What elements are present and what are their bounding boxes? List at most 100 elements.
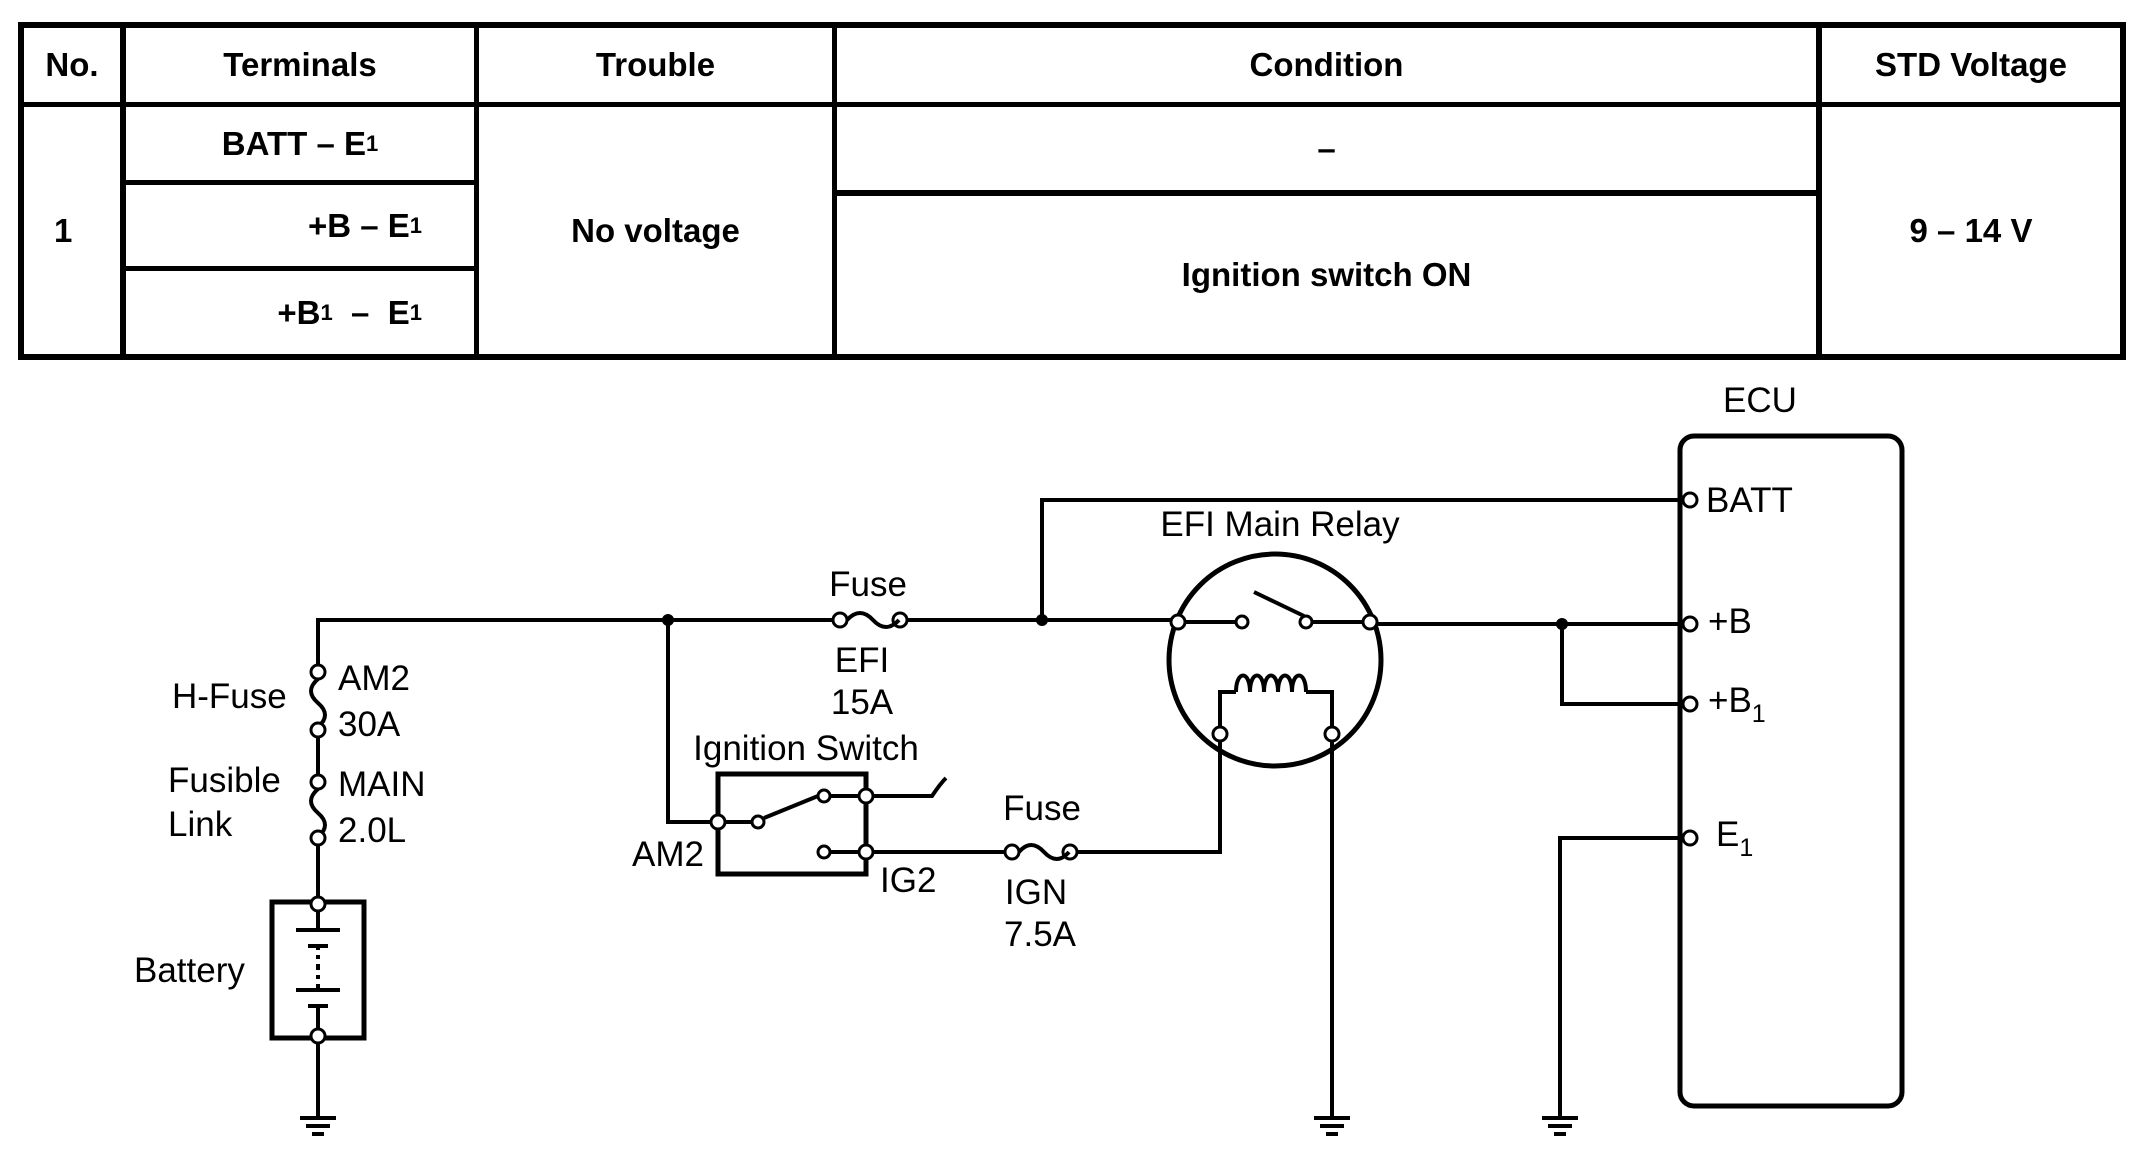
condition-ignition: Ignition switch ON <box>1181 256 1472 293</box>
wire-e1-ground <box>1558 836 1688 1118</box>
fuse-ign-rating: 7.5A <box>1004 915 1077 954</box>
relay-switch-arm <box>1253 590 1305 618</box>
terminal-rule <box>126 180 474 185</box>
fuse-ign-terminal <box>1003 843 1021 861</box>
wire-batt <box>1040 498 1688 620</box>
row-no: 1 <box>54 211 73 249</box>
h-fuse-terminal <box>309 721 327 739</box>
header-no: No. <box>45 46 99 83</box>
ecu-pin-b1-subscript: 1 <box>1752 700 1766 728</box>
ecu-pin-b1: +B1 <box>1708 681 1766 728</box>
fusible-link-label-2: Link <box>168 805 233 844</box>
fuse-ign-label: Fuse <box>1003 789 1081 828</box>
col-divider <box>474 28 479 354</box>
condition-rule <box>837 190 1816 196</box>
ecu-pin-b: +B <box>1708 602 1752 641</box>
ecu-terminal-e1 <box>1681 829 1699 847</box>
fuse-ign-icon <box>1017 843 1071 861</box>
terminal-subscript: 1 <box>409 212 422 238</box>
ground-icon <box>300 1116 336 1136</box>
ecu-pin-batt: BATT <box>1706 481 1793 520</box>
col-divider <box>1816 28 1822 354</box>
ecu-terminal-b <box>1681 615 1699 633</box>
fuse-efi-icon <box>845 611 901 629</box>
ecu-terminal-batt <box>1681 491 1699 509</box>
std-voltage-value: 9 – 14 V <box>1909 211 2033 249</box>
relay-terminal <box>1361 613 1379 631</box>
fuse-efi-rating: 15A <box>831 683 894 722</box>
junction-dot <box>1556 618 1568 630</box>
terminal-subscript: 1 <box>365 130 379 156</box>
terminal-text: +B – E <box>307 206 410 244</box>
battery-label: Battery <box>134 951 245 990</box>
fuse-efi-label: Fuse <box>829 565 907 604</box>
ecu-title: ECU <box>1723 381 1797 420</box>
ecu-pin-e1: E1 <box>1716 815 1753 862</box>
header-condition: Condition <box>1249 46 1404 83</box>
fuse-efi-name: EFI <box>835 641 889 680</box>
header-trouble: Trouble <box>595 46 716 83</box>
ignition-switch-contact <box>816 844 832 860</box>
ignition-switch-label: Ignition Switch <box>693 729 919 768</box>
ignition-switch-terminal <box>857 787 875 805</box>
condition-batt: – <box>1317 129 1336 167</box>
h-fuse-terminal <box>309 663 327 681</box>
wire-fuse-to-relay-coil <box>1076 741 1222 854</box>
terminal-text-b: +B <box>277 293 321 331</box>
ecu-box <box>1677 433 1905 1109</box>
fuse-efi-terminal <box>831 611 849 629</box>
relay-coil-icon <box>1234 673 1308 693</box>
trouble-value: No voltage <box>571 211 740 249</box>
header-terminals: Terminals <box>223 46 377 83</box>
wire-b1 <box>1560 624 1688 706</box>
h-fuse-label: H-Fuse <box>172 677 287 716</box>
col-divider <box>832 28 837 354</box>
terminal-text: BATT – E <box>221 124 366 162</box>
ignition-switch-arm <box>763 794 819 820</box>
ignition-switch-open-lead <box>873 776 948 798</box>
h-fuse-rating: 30A <box>338 705 401 744</box>
relay-body <box>1166 551 1384 769</box>
ignition-switch-contact <box>750 814 766 830</box>
relay-contact <box>1298 614 1314 630</box>
wire-am2-to-switch <box>666 620 712 824</box>
h-fuse-name: AM2 <box>338 659 410 698</box>
relay-terminal <box>1323 725 1341 743</box>
fusible-link-label-1: Fusible <box>168 761 281 800</box>
relay-coil-lead <box>1306 690 1334 727</box>
fusible-link-terminal <box>309 829 327 847</box>
ecu-pin-b1-text: +B <box>1708 681 1752 720</box>
relay-label: EFI Main Relay <box>1160 505 1400 544</box>
header-std-voltage: STD Voltage <box>1875 46 2067 83</box>
battery-terminal <box>309 895 327 913</box>
relay-terminal <box>1169 613 1187 631</box>
h-fuse-icon <box>309 677 327 729</box>
ignition-switch-terminal <box>709 813 727 831</box>
relay-terminal <box>1211 725 1229 743</box>
ignition-switch-contact <box>816 788 832 804</box>
ecu-pin-e1-text: E <box>1716 815 1739 854</box>
fuse-ign-name: IGN <box>1005 873 1067 912</box>
col-divider <box>120 28 126 354</box>
ignition-switch-ig2: IG2 <box>880 861 936 900</box>
ground-icon <box>1542 1116 1578 1136</box>
junction-dot <box>1036 614 1048 626</box>
relay-contact <box>1234 614 1250 630</box>
ignition-switch-am2: AM2 <box>632 835 704 874</box>
terminal-text-rest: – E <box>332 293 410 331</box>
header-rule <box>24 102 2120 107</box>
terminal-subscript: 1 <box>409 299 422 325</box>
spec-table: No. Terminals Trouble Condition STD Volt… <box>18 22 2126 360</box>
terminal-rule <box>126 266 474 271</box>
ignition-switch-terminal <box>857 843 875 861</box>
ground-icon <box>1314 1116 1350 1136</box>
fusible-link-name: MAIN <box>338 765 426 804</box>
fusible-link-rating: 2.0L <box>338 811 406 850</box>
relay-coil-lead <box>1218 690 1236 727</box>
ecu-pin-e1-subscript: 1 <box>1739 834 1753 862</box>
ecu-terminal-b1 <box>1681 695 1699 713</box>
fusible-link-terminal <box>309 773 327 791</box>
